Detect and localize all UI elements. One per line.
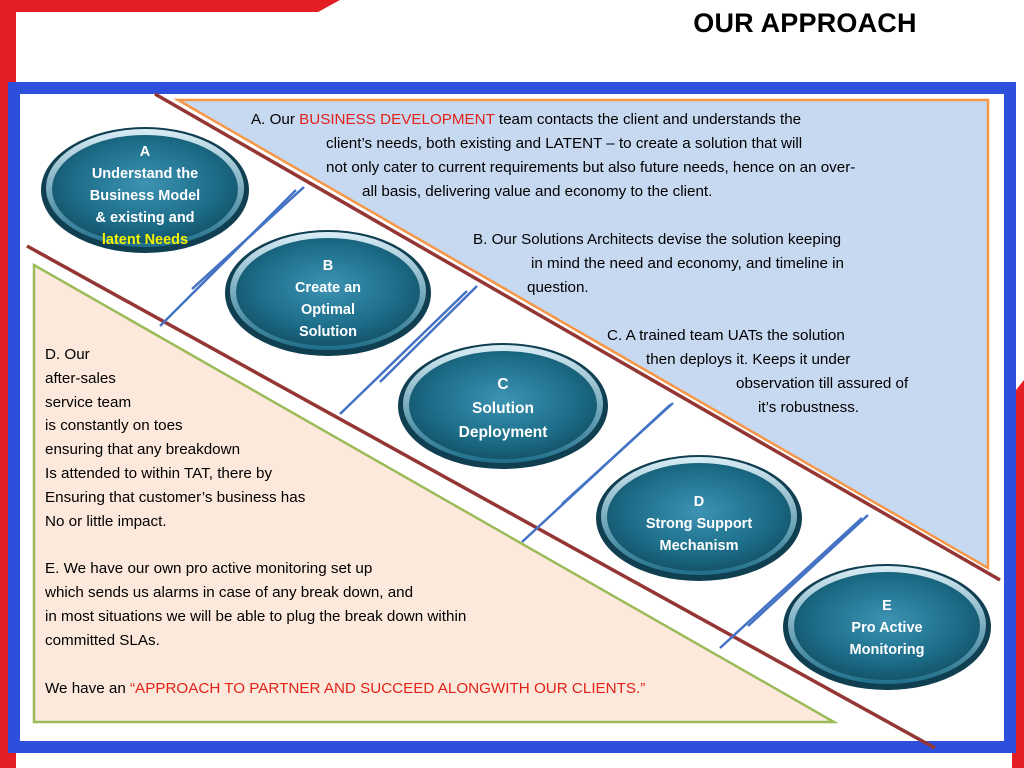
lower-diagonal-line	[26, 244, 936, 750]
step-c-label-line-1: Solution	[472, 400, 534, 417]
paragraph-b-line-1: B. Our Solutions Architects devise the s…	[473, 231, 842, 248]
step-oval-d: D Strong Support Mechanism	[616, 489, 782, 559]
upper-triangle-panel	[173, 98, 990, 571]
business-development-highlight: BUSINESS DEVELOPMENT	[299, 111, 495, 128]
paragraph-a-line-3: not only cater to current requirements b…	[326, 159, 856, 176]
step-e-label-line-1: Pro Active	[851, 620, 923, 636]
closing-prefix: We have an	[45, 680, 130, 697]
paragraph-a-line-1: A. Our BUSINESS DEVELOPMENT team contact…	[251, 108, 801, 132]
step-d-label-line-1: Strong Support	[645, 516, 753, 532]
step-a-label-line-3: & existing and	[95, 210, 195, 226]
paragraph-a-line-4: all basis, delivering value and economy …	[362, 183, 713, 200]
paragraph-c-line-3: observation till assured of	[736, 375, 909, 392]
closing-highlight: “APPROACH TO PARTNER AND SUCCEED ALONGWI…	[130, 680, 646, 697]
paragraph-a-line-2: client’s needs, both existing and LATENT…	[326, 135, 803, 152]
paragraph-b-line-2: in mind the need and economy, and timeli…	[531, 255, 844, 272]
step-a-label-line-1: Understand the	[91, 166, 199, 182]
step-a-label-line-2: Business Model	[89, 188, 201, 204]
step-e-letter: E	[882, 598, 892, 614]
step-oval-c: C Solution Deployment	[420, 372, 586, 446]
paragraph-c-line-1: C. A trained team UATs the solution	[607, 327, 845, 344]
step-oval-b-shape	[225, 230, 431, 356]
step-oval-d-shape	[596, 455, 802, 581]
step-b-label-line-1: Create an	[294, 280, 362, 296]
step-b-label-line-3: Solution	[299, 324, 357, 340]
step-oval-b: B Create an Optimal Solution	[245, 252, 411, 346]
slide-title: OUR APPROACH	[693, 8, 917, 38]
step-c-label-line-2: Deployment	[458, 424, 548, 441]
paragraph-d-line-3: service team	[45, 394, 132, 411]
paragraph-d-line-2: after-sales	[45, 370, 116, 387]
step-oval-a-shape	[41, 127, 249, 253]
upper-diagonal-line	[154, 92, 1001, 582]
lower-triangle-panel	[32, 262, 839, 724]
step-e-label-line-2: Monitoring	[849, 642, 925, 658]
step-d-letter: D	[693, 494, 705, 510]
paragraph-c-line-2: then deploys it. Keeps it under	[646, 351, 851, 368]
paragraph-e-line-4: committed SLAs.	[45, 632, 160, 649]
step-b-letter: B	[322, 258, 334, 274]
step-oval-c-shape	[398, 343, 608, 469]
paragraph-a-line-1-rest: team contacts the client and understands…	[494, 111, 802, 128]
paragraph-e-line-1: E. We have our own pro active monitoring…	[45, 560, 373, 577]
paragraph-e-line-3: in most situations we will be able to pl…	[45, 608, 467, 625]
paragraph-d-line-6: Is attended to within TAT, there by	[45, 465, 273, 482]
paragraph-d-line-7: Ensuring that customer’s business has	[45, 489, 306, 506]
step-oval-a: A Understand the Business Model & existi…	[62, 140, 228, 252]
paragraph-d-line-4: is constantly on toes	[45, 417, 183, 434]
step-a-letter: A	[139, 144, 151, 160]
ladder-rungs	[159, 186, 869, 649]
blue-frame	[8, 82, 1016, 753]
paragraph-d-line-8: No or little impact.	[45, 513, 167, 530]
closing-statement: We have an “APPROACH TO PARTNER AND SUCC…	[45, 677, 645, 701]
step-d-label-line-2: Mechanism	[659, 538, 739, 554]
paragraph-d-line-5: ensuring that any breakdown	[45, 441, 241, 458]
step-oval-e: E Pro Active Monitoring	[804, 593, 970, 663]
step-b-label-line-2: Optimal	[301, 302, 355, 318]
paragraph-d-line-1: D. Our	[45, 346, 90, 363]
paragraph-b-line-3: question.	[527, 279, 589, 296]
paragraph-c-line-4: it’s robustness.	[758, 399, 860, 416]
step-oval-e-shape	[783, 564, 991, 690]
step-a-latent-needs-highlight: latent Needs	[101, 232, 189, 248]
paragraph-a-prefix: A. Our	[251, 111, 300, 128]
paragraph-e-line-2: which sends us alarms in case of any bre…	[45, 584, 414, 601]
step-c-letter: C	[497, 376, 509, 393]
